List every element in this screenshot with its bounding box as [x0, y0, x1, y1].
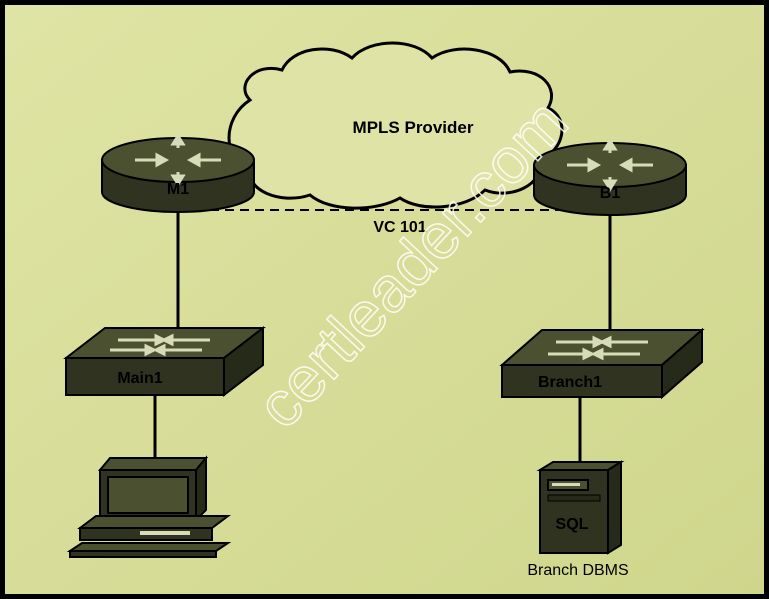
router-b1-label: B1: [600, 185, 621, 202]
router-m1: M1: [101, 133, 255, 213]
cloud-label: MPLS Provider: [353, 118, 474, 137]
server-caption: Branch DBMS: [527, 562, 628, 579]
sql-server: SQL Branch DBMS: [527, 460, 629, 579]
mpls-cloud: MPLS Provider: [227, 41, 564, 210]
switch-arrows-icon: [548, 335, 648, 361]
switch-branch1-label: Branch1: [538, 374, 602, 391]
keyboard: [66, 542, 232, 552]
switch-arrows-icon: [110, 333, 210, 357]
drive-slot: [140, 531, 190, 535]
server-label: SQL: [556, 516, 589, 533]
router-arrows-icon: [567, 138, 653, 192]
switch-main1-label: Main1: [117, 370, 162, 387]
virtual-circuit-label: VC 101: [373, 219, 426, 236]
links: VC 101: [153, 205, 612, 465]
monitor-screen: [107, 476, 189, 514]
switch-main1: Main1: [63, 325, 266, 398]
router-b1: B1: [533, 138, 687, 216]
router-m1-label: M1: [167, 181, 189, 198]
router-arrows-icon: [135, 133, 221, 187]
workstation-pc: [66, 455, 232, 558]
switch-branch1: Branch1: [499, 327, 705, 400]
